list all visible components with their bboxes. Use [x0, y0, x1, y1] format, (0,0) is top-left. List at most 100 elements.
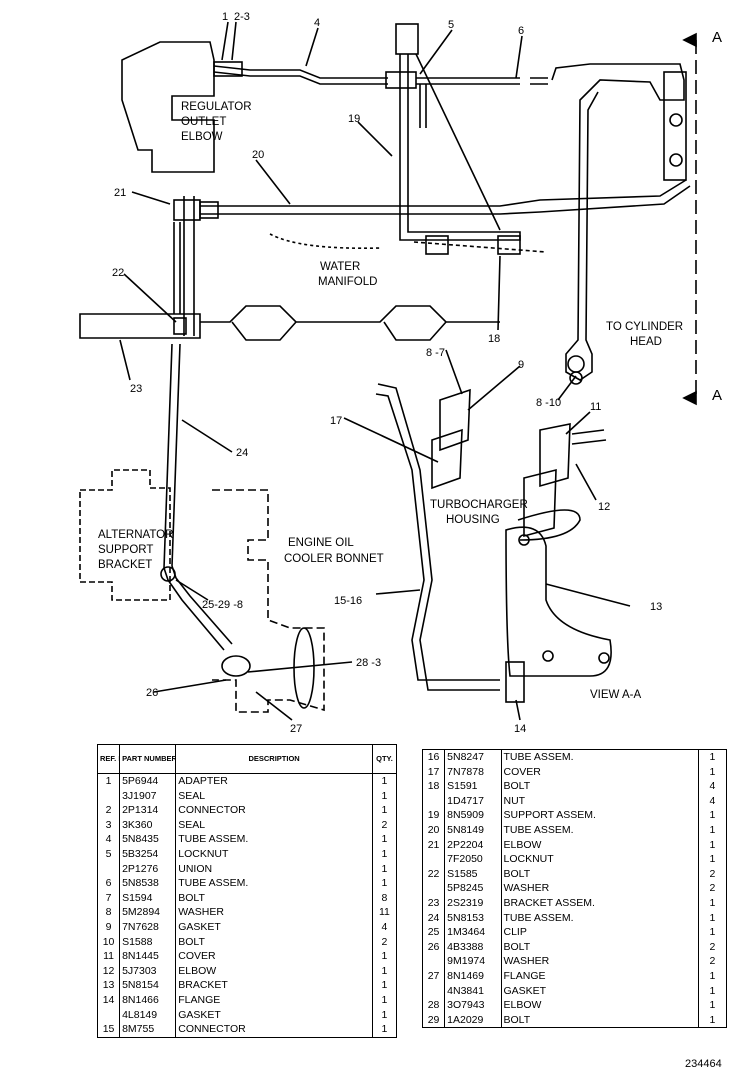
alternator-caption-3: BRACKET [98, 559, 152, 571]
callout: 9 [518, 359, 524, 371]
description: CLIP [501, 925, 699, 940]
ref-no: 29 [422, 1012, 446, 1028]
description: WASHER [501, 881, 699, 896]
part-number: 8N1445 [119, 949, 177, 964]
callout: 23 [130, 383, 142, 395]
ref-no: 5 [97, 846, 121, 862]
part-number: 5P8245 [444, 881, 502, 896]
callout: 12 [598, 501, 610, 513]
ref-no: 1 [97, 773, 121, 789]
part-number: 5N8149 [444, 822, 502, 838]
ref-no: 25 [422, 925, 446, 940]
quantity: 1 [709, 926, 716, 939]
callout: 11 [590, 401, 601, 413]
part-number: 3K360 [119, 817, 177, 833]
description: FLANGE [501, 968, 699, 984]
description: NUT [501, 793, 699, 809]
quantity: 1 [709, 896, 716, 909]
quantity: 11 [379, 906, 390, 919]
bolt-22 [173, 317, 187, 335]
description: GASKET [175, 919, 373, 935]
quantity: 1 [381, 1023, 388, 1036]
description: TUBE ASSEM. [501, 749, 699, 765]
part-number: 4N3841 [444, 983, 502, 999]
description: BOLT [501, 1012, 699, 1028]
quantity: 1 [381, 789, 388, 802]
tube-24 [163, 343, 233, 651]
ref-no [422, 793, 446, 809]
oilcooler-caption-1: ENGINE OIL [288, 537, 354, 549]
quantity: 1 [381, 877, 388, 890]
part-number: 7N7878 [444, 764, 502, 780]
turbo-caption-1: TURBOCHARGER [430, 499, 528, 511]
part-number: 5B3254 [119, 846, 177, 862]
description: TUBE ASSEM. [501, 910, 699, 926]
description: LOCKNUT [501, 852, 699, 867]
quantity: 1 [381, 979, 388, 992]
description: TUBE ASSEM. [175, 876, 373, 891]
part-number: 5N8247 [444, 749, 502, 765]
figure-number: 234464 [685, 1058, 722, 1070]
callout: 5 [448, 19, 454, 31]
part-number: 5N8538 [119, 876, 177, 891]
quantity: 4 [709, 794, 716, 807]
elbow-21 [173, 199, 201, 221]
part-number: 8N1469 [444, 968, 502, 984]
bracket-23 [79, 196, 201, 339]
part-number: S1585 [444, 866, 502, 882]
ref-no [97, 1007, 121, 1023]
support-19-top [395, 23, 419, 55]
part-number: 5N8154 [119, 978, 177, 993]
quantity: 1 [381, 847, 388, 860]
description: TUBE ASSEM. [175, 832, 373, 847]
description: BOLT [501, 866, 699, 882]
description: SEAL [175, 788, 373, 804]
callout: 17 [330, 415, 342, 427]
part-number: 8N1466 [119, 992, 177, 1008]
part-number: 2S2319 [444, 895, 502, 911]
quantity: 1 [381, 833, 388, 846]
regulator-caption-3: ELBOW [181, 131, 223, 143]
ref-no: 14 [97, 992, 121, 1008]
description: ELBOW [175, 963, 373, 979]
callout: 14 [514, 723, 526, 735]
part-number: 2P1314 [119, 803, 177, 818]
table-header: REF. NO. PART NUMBER DESCRIPTION QTY. [97, 744, 397, 774]
description: WASHER [175, 905, 373, 920]
description: BOLT [175, 934, 373, 950]
callout: 13 [650, 601, 662, 613]
view-caption: VIEW A-A [590, 689, 641, 701]
quantity: 8 [381, 891, 388, 904]
part-number: 7N7628 [119, 919, 177, 935]
callout: 22 [112, 267, 124, 279]
callout: 27 [290, 723, 302, 735]
quantity: 1 [381, 775, 388, 787]
part-number: 7F2050 [444, 852, 502, 867]
header-desc: DESCRIPTION [175, 744, 373, 774]
description: UNION [175, 861, 373, 877]
ref-no: 23 [422, 895, 446, 911]
part-number: 1D4717 [444, 793, 502, 809]
ref-no: 3 [97, 817, 121, 833]
description: COVER [175, 949, 373, 964]
parts-table-left: REF. NO. PART NUMBER DESCRIPTION QTY. 15… [97, 744, 397, 1038]
ref-no: 12 [97, 963, 121, 979]
cylinder-caption-2: HEAD [630, 336, 662, 348]
ref-no: 8 [97, 905, 121, 920]
elbow-12 [571, 429, 607, 445]
part-number: 4B3388 [444, 939, 502, 955]
description: COVER [501, 764, 699, 780]
ref-no: 26 [422, 939, 446, 955]
callout: 6 [518, 25, 524, 37]
description: TUBE ASSEM. [501, 822, 699, 838]
quantity: 2 [381, 935, 388, 948]
callout: 15-16 [334, 595, 362, 607]
